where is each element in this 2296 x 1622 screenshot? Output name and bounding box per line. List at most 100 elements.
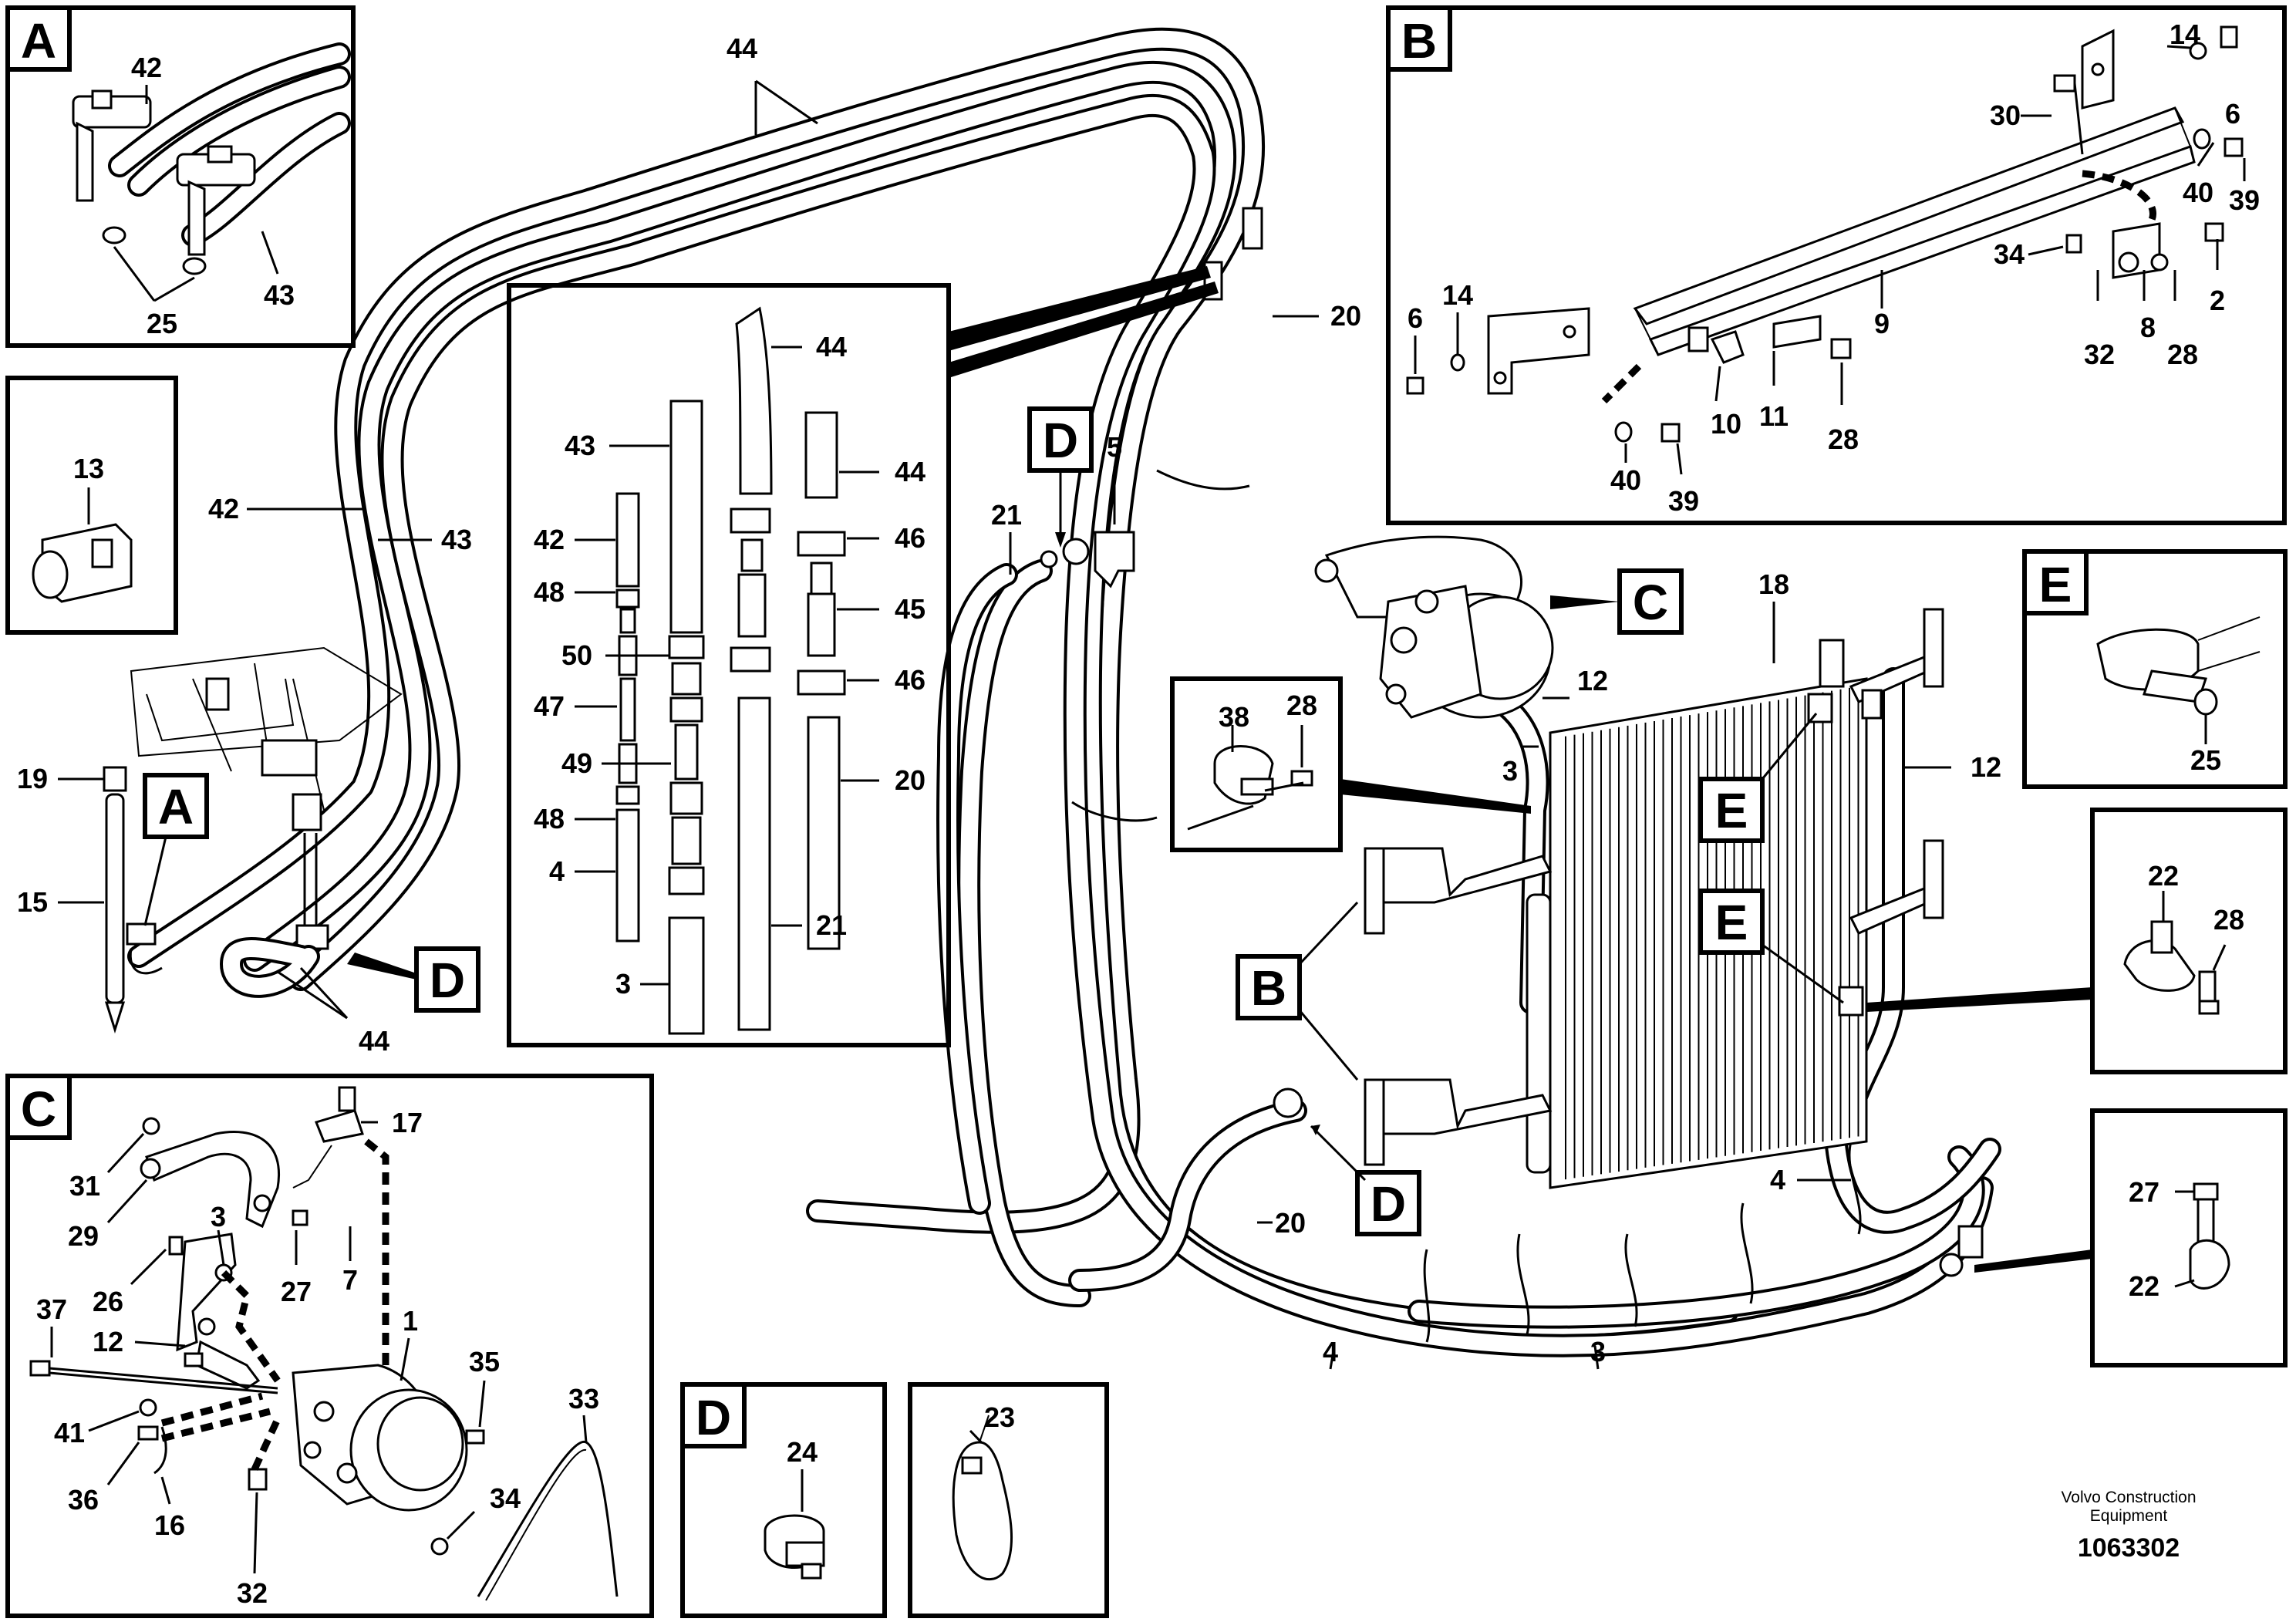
panel-b-label-11: 11 (1759, 400, 1789, 432)
panel-e-letter: E (2039, 557, 2072, 612)
panel-a-label-42: 42 (131, 52, 162, 83)
panel-c-label-27: 27 (281, 1276, 312, 1307)
main-label-3-bottom: 3 (1590, 1336, 1606, 1367)
callout-d-lower: D (1371, 1176, 1406, 1232)
panel-c-label-41: 41 (54, 1417, 85, 1448)
panel-a: A 42 43 25 (5, 5, 356, 348)
main-label-44-top: 44 (727, 32, 757, 64)
detail-label-48b: 48 (534, 803, 565, 835)
panel-c-label-29: 29 (68, 1220, 99, 1252)
panel-bolt-27: 27 22 (1974, 1108, 2288, 1367)
bolt-panel-label-27: 27 (2129, 1176, 2159, 1208)
callout-b-main: B (1251, 960, 1286, 1016)
panel-b-label-28b: 28 (1828, 423, 1859, 455)
panel-e-label-25: 25 (2190, 744, 2221, 776)
panel-b-label-14b: 14 (1442, 279, 1473, 311)
detail-label-48a: 48 (534, 576, 565, 608)
panel-d-letter: D (696, 1390, 731, 1445)
panel-c-label-17: 17 (392, 1107, 423, 1138)
panel-c-label-1: 1 (403, 1305, 418, 1337)
main-label-12-left: 12 (1577, 665, 1608, 696)
callout-d-upper: D (1043, 413, 1078, 468)
main-label-18: 18 (1758, 568, 1789, 600)
panel-b-label-8: 8 (2140, 312, 2156, 343)
panel-c-label-34: 34 (490, 1482, 521, 1514)
callout-e-lower: E (1715, 895, 1748, 950)
panel-c-label-33: 33 (568, 1383, 599, 1415)
main-labels-right: 20 D 5 21 18 12 3 12 C B D E (991, 300, 2001, 1370)
credit-line-2: Equipment (2090, 1507, 2168, 1525)
bolt-panel-label-22: 22 (2129, 1270, 2159, 1302)
detail-label-46b: 46 (895, 664, 925, 696)
panel-c: C (5, 1074, 654, 1618)
panel-13: 13 (5, 376, 178, 635)
panel-c-label-35: 35 (469, 1346, 500, 1378)
main-label-19: 19 (17, 763, 48, 794)
credit-line-1: Volvo Construction (2061, 1489, 2196, 1506)
panel-b-label-32: 32 (2084, 339, 2115, 370)
document-number: 1063302 (2078, 1533, 2180, 1563)
panel-d: D 24 (680, 1382, 887, 1618)
panel-c-label-31: 31 (69, 1170, 100, 1202)
main-label-21: 21 (991, 499, 1022, 531)
detail-label-47: 47 (534, 690, 565, 722)
main-label-20-top: 20 (1330, 300, 1361, 332)
main-label-4-bottom: 4 (1323, 1336, 1338, 1367)
panel-b-label-14a: 14 (2170, 19, 2200, 50)
clip-label-28: 28 (1286, 690, 1317, 721)
panel-b-label-40a: 40 (2183, 177, 2213, 208)
panel-a-label-25: 25 (147, 308, 177, 339)
main-labels-left: 44 42 43 19 15 44 A D (17, 32, 818, 1057)
main-label-44-bottom: 44 (359, 1025, 389, 1057)
panel-b-letter: B (1401, 13, 1437, 69)
detail-label-42: 42 (534, 524, 565, 555)
panel-cable-tie-23: 23 (908, 1382, 1109, 1618)
callout-a: A (158, 779, 194, 835)
main-label-4-right: 4 (1770, 1164, 1785, 1195)
panel-13-label: 13 (73, 453, 104, 484)
panel-b: B (1386, 5, 2287, 525)
connection-detail-panel: 44 43 44 42 48 46 45 50 46 47 49 20 48 4… (507, 266, 1219, 1047)
main-label-3-top: 3 (1502, 755, 1518, 787)
panel-b-label-6b: 6 (1408, 302, 1423, 334)
panel-c-label-26: 26 (93, 1286, 123, 1317)
main-label-15: 15 (17, 886, 48, 918)
detail-label-46a: 46 (895, 522, 925, 554)
panel-a-letter: A (21, 13, 56, 69)
panel-clamp-22: 22 28 (1866, 808, 2288, 1074)
panel-clip-38: 38 28 (1170, 676, 1531, 852)
panel-b-label-28a: 28 (2167, 339, 2198, 370)
callout-d-left: D (430, 953, 465, 1008)
panel-c-label-36: 36 (68, 1484, 99, 1516)
panel-c-label-12: 12 (93, 1326, 123, 1357)
panel-e: E 25 (2022, 549, 2288, 789)
detail-label-45: 45 (895, 593, 925, 625)
main-label-42: 42 (208, 493, 239, 524)
panel-c-letter: C (21, 1081, 56, 1137)
main-label-12-right: 12 (1971, 751, 2001, 783)
document-credit: Volvo Construction Equipment 1063302 (2061, 1489, 2196, 1563)
panel-c-label-16: 16 (154, 1509, 185, 1541)
panel-c-label-3: 3 (211, 1201, 226, 1233)
detail-label-49: 49 (561, 747, 592, 779)
detail-label-44a: 44 (816, 331, 847, 363)
panel-b-label-9: 9 (1874, 308, 1890, 339)
detail-label-4: 4 (549, 855, 565, 887)
clip-label-38: 38 (1219, 701, 1249, 733)
panel-c-label-7: 7 (342, 1264, 358, 1296)
detail-label-50: 50 (561, 639, 592, 671)
panel-b-label-34: 34 (1994, 238, 2025, 270)
panel-b-label-40b: 40 (1610, 464, 1641, 496)
main-label-20-bottom: 20 (1275, 1207, 1306, 1239)
detail-label-44b: 44 (895, 456, 925, 487)
main-label-43: 43 (441, 524, 472, 555)
panel-b-label-10: 10 (1711, 408, 1741, 440)
panel-b-label-30: 30 (1990, 99, 2021, 131)
main-label-5: 5 (1107, 431, 1122, 463)
panel-d-label-24: 24 (787, 1436, 818, 1468)
callout-c-main: C (1633, 575, 1668, 630)
panel-b-label-6a: 6 (2225, 98, 2240, 130)
detail-label-3: 3 (615, 968, 631, 1000)
cable-tie-label-23: 23 (984, 1401, 1015, 1433)
